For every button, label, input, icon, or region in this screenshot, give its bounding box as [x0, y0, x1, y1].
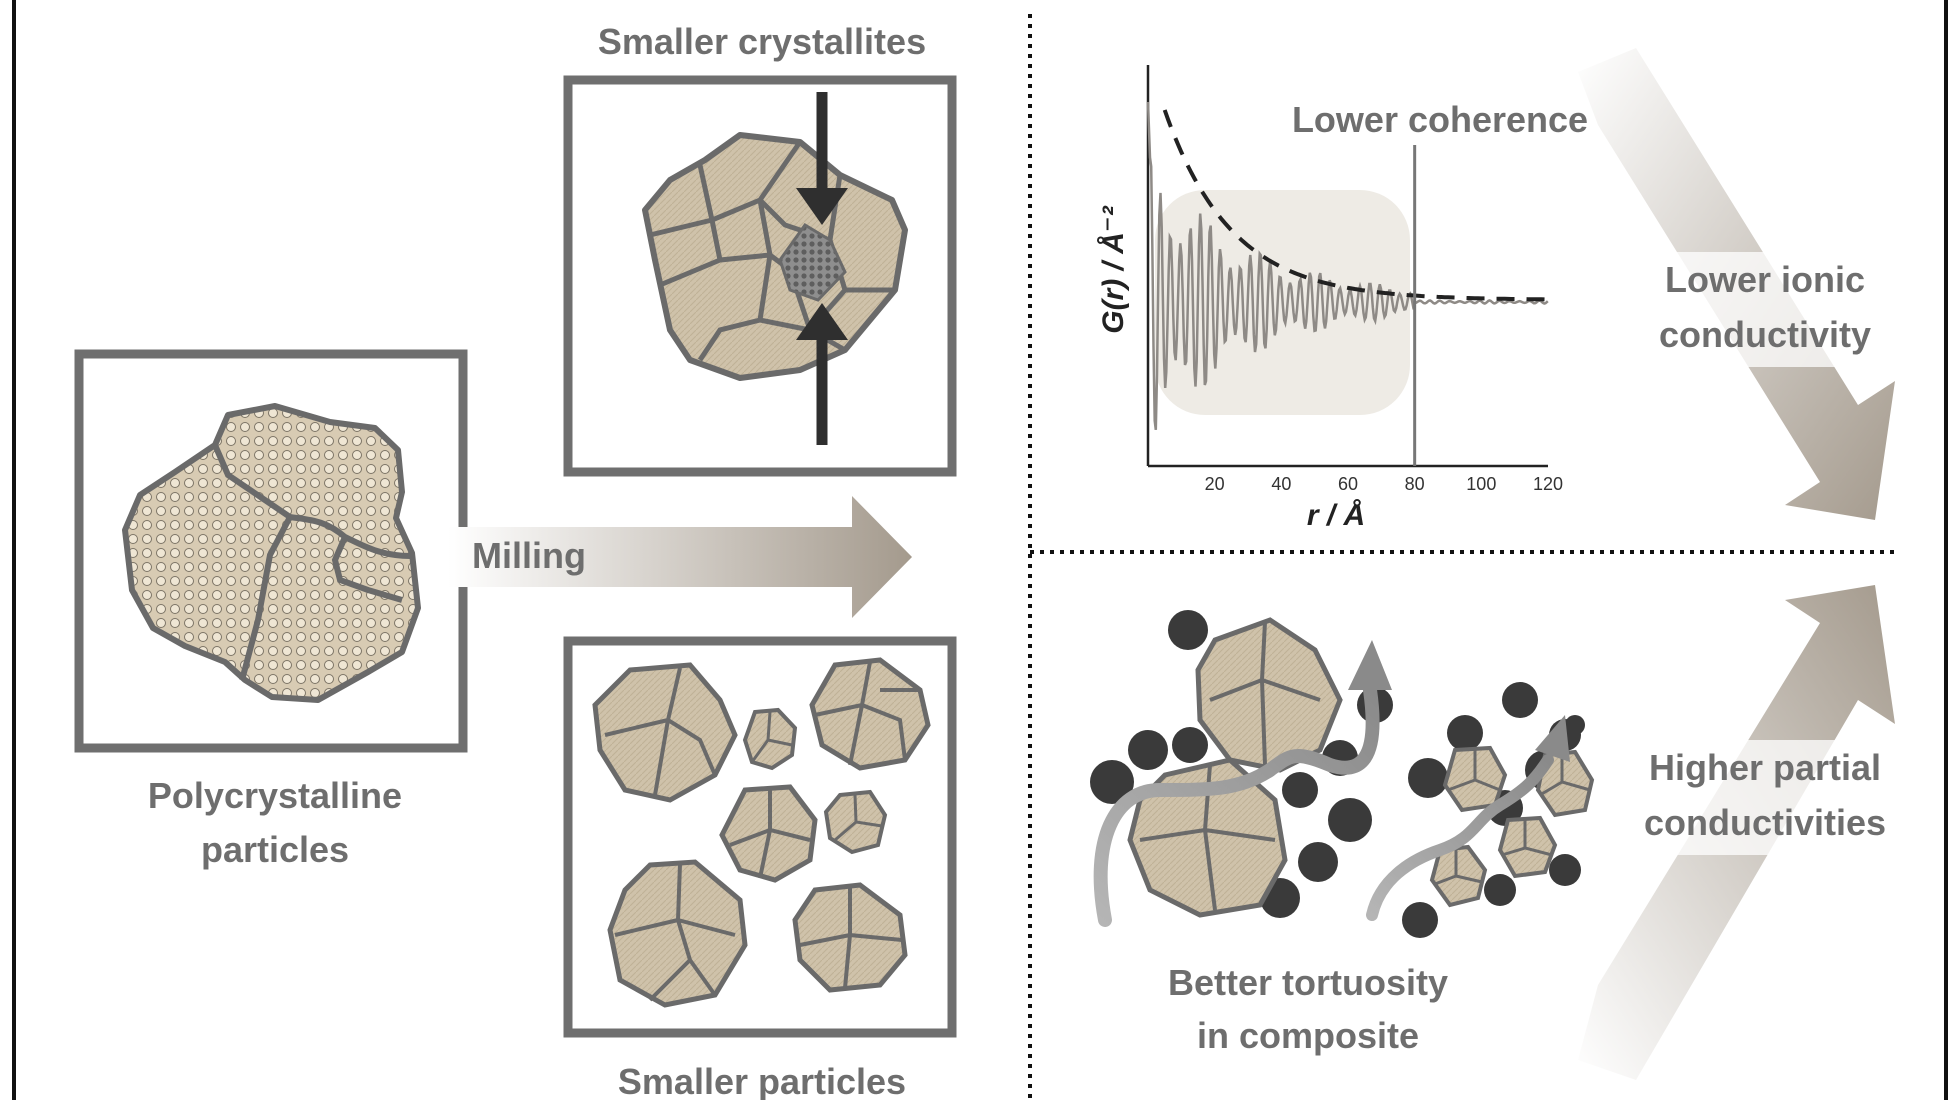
compression-arrow-up-head: [796, 303, 848, 340]
polycrystalline-label-line1: Polycrystalline: [148, 775, 402, 816]
crystallites-frame: [563, 75, 957, 477]
composite-particle-small-3: [1497, 815, 1558, 879]
higher-partial-label-line2: conductivities: [1644, 802, 1886, 843]
x-tick-label: 20: [1205, 474, 1225, 494]
conduction-path-1-head: [1348, 640, 1392, 690]
milling-arrow: [448, 496, 912, 618]
tortuosity-label-line2: in composite: [1197, 1015, 1419, 1056]
composite-particle-small-2: [1535, 749, 1595, 818]
y-axis-label: G(r) / Å⁻²: [1097, 205, 1130, 333]
conduction-path-2: [1366, 754, 1554, 921]
gr-series-line: [1146, 101, 1549, 431]
milling-label: Milling: [472, 535, 586, 576]
grain-boundary: [212, 443, 411, 681]
small-particle-2: [742, 707, 798, 771]
polycrystalline-label-line2: particles: [201, 829, 349, 870]
compression-arrow-down-head: [796, 188, 848, 225]
crystallites-panel: [563, 75, 957, 477]
x-ticks: 20 40 60 80 100 120: [1205, 474, 1563, 494]
conduction-path-2-head: [1535, 715, 1570, 762]
pdf-chart: 20 40 60 80 100 120 G(r) / Å⁻² r / Å: [1097, 65, 1563, 532]
lower-ionic-label-line1: Lower ionic: [1665, 259, 1865, 300]
particles-panel: [563, 636, 957, 1038]
x-tick-label: 40: [1271, 474, 1291, 494]
composite-illustration: [1090, 610, 1595, 938]
x-tick-label: 60: [1338, 474, 1358, 494]
composite-particle-small-4: [1429, 844, 1488, 908]
small-particle-7: [792, 882, 908, 993]
smaller-particles-label: Smaller particles: [618, 1061, 906, 1100]
lower-coherence-label: Lower coherence: [1292, 99, 1588, 140]
tortuosity-label-line1: Better tortuosity: [1168, 962, 1448, 1003]
x-tick-label: 80: [1405, 474, 1425, 494]
higher-partial-label-bg: [1628, 740, 1903, 855]
smaller-crystallites-title: Smaller crystallites: [598, 21, 926, 62]
small-particle-3: [809, 657, 931, 771]
higher-partial-label-line1: Higher partial: [1649, 747, 1881, 788]
small-particle-6: [607, 859, 748, 1008]
small-particle-1: [592, 662, 738, 803]
lower-ionic-label-bg: [1640, 252, 1890, 367]
composite-particle-large-1: [1195, 617, 1343, 773]
x-axis-label: r / Å: [1307, 499, 1365, 532]
fine-crystallite-region: [778, 223, 847, 302]
small-particle-5: [823, 789, 888, 855]
x-tick-label: 120: [1533, 474, 1563, 494]
lower-ionic-label-line2: conductivity: [1659, 314, 1871, 355]
envelope-dashed-line: [1162, 109, 1548, 302]
conduction-path-1: [1093, 683, 1380, 927]
particles-frame: [563, 636, 957, 1038]
small-particle-4: [719, 784, 818, 883]
polycrystalline-panel: [74, 349, 468, 753]
x-tick-label: 100: [1466, 474, 1496, 494]
